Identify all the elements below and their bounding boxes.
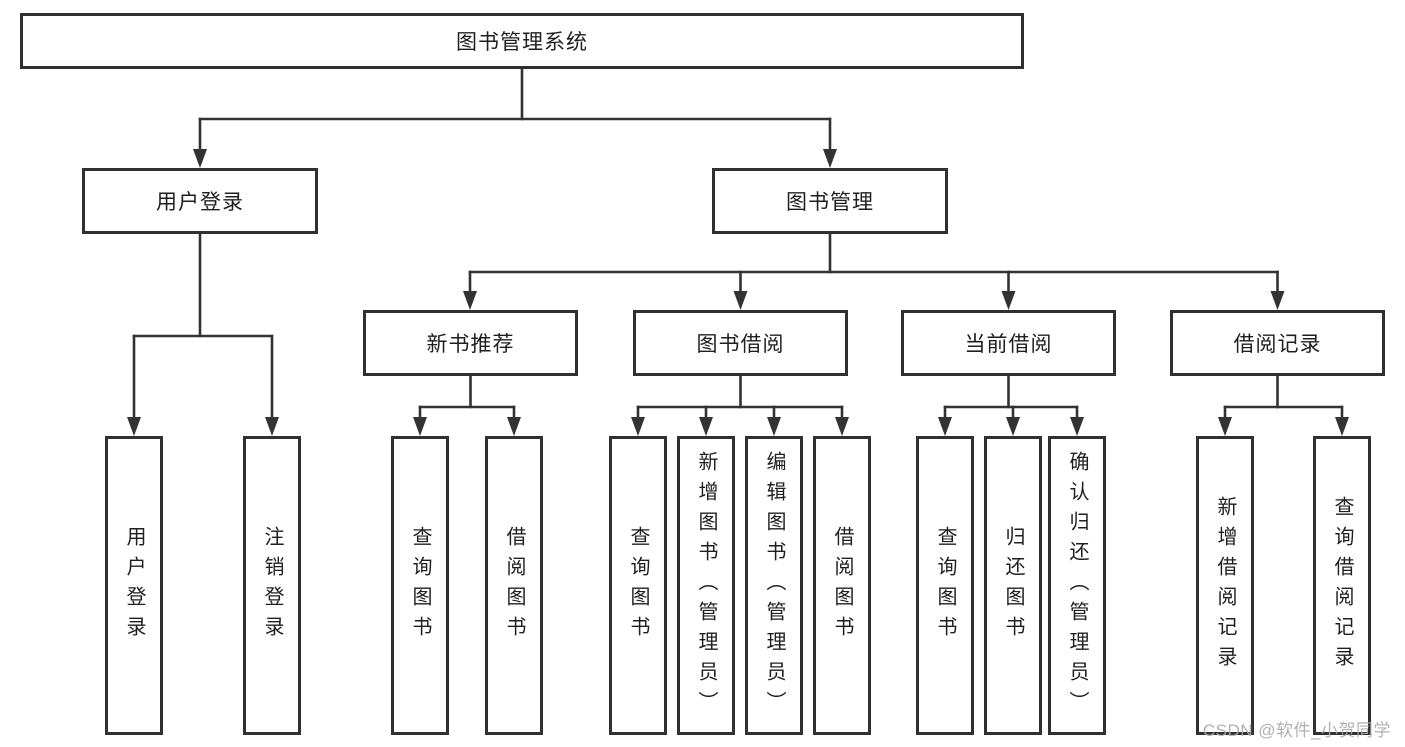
node-new-book-recommend: 新书推荐 (363, 310, 578, 376)
node-label: 图书管理系统 (456, 31, 588, 54)
node-label: 用户登录 (123, 525, 145, 646)
node-label: 借阅图书 (503, 525, 525, 646)
node-label: 编辑图书（管理员） (763, 450, 785, 721)
node-label: 查询图书 (627, 525, 649, 646)
node-leaf-borrow-books-recommend: 借阅图书 (485, 436, 543, 735)
node-label: 新增图书（管理员） (695, 450, 717, 721)
node-leaf-add-borrow-record: 新增借阅记录 (1196, 436, 1254, 735)
node-label: 用户登录 (156, 191, 244, 214)
node-leaf-borrow-books: 借阅图书 (813, 436, 871, 735)
node-library-system: 图书管理系统 (20, 13, 1024, 69)
node-label: 注销登录 (261, 525, 283, 646)
arrowhead-down-icon (823, 149, 837, 168)
node-label: 确认归还（管理员） (1066, 450, 1088, 721)
arrowhead-down-icon (835, 417, 849, 436)
arrowhead-down-icon (631, 417, 645, 436)
arrowhead-down-icon (1001, 291, 1016, 310)
arrowhead-down-icon (265, 417, 279, 436)
node-leaf-query-books-borrow: 查询图书 (609, 436, 667, 735)
arrowhead-down-icon (413, 417, 427, 436)
node-label: 图书借阅 (696, 333, 785, 356)
node-book-borrowing: 图书借阅 (633, 310, 848, 376)
node-label: 当前借阅 (964, 333, 1053, 356)
arrowhead-down-icon (1270, 291, 1285, 310)
node-leaf-edit-book-admin: 编辑图书（管理员） (745, 436, 803, 735)
arrowhead-down-icon (463, 291, 477, 310)
arrowhead-down-icon (193, 149, 207, 168)
node-leaf-return-book: 归还图书 (984, 436, 1042, 735)
node-current-borrowing: 当前借阅 (901, 310, 1116, 376)
node-label: 归还图书 (1002, 525, 1024, 646)
node-label: 借阅图书 (831, 525, 853, 646)
node-label: 图书管理 (786, 191, 874, 214)
arrowhead-down-icon (767, 417, 781, 436)
arrowhead-down-icon (733, 291, 748, 310)
node-label: 借阅记录 (1233, 333, 1322, 356)
arrowhead-down-icon (938, 417, 952, 436)
arrowhead-down-icon (1218, 417, 1232, 436)
node-leaf-query-books-current: 查询图书 (916, 436, 974, 735)
arrowhead-down-icon (1335, 417, 1349, 436)
arrowhead-down-icon (1006, 417, 1020, 436)
node-label: 查询借阅记录 (1331, 495, 1353, 676)
node-user-login: 用户登录 (82, 168, 318, 234)
node-label: 查询图书 (934, 525, 956, 646)
node-leaf-confirm-return-admin: 确认归还（管理员） (1048, 436, 1106, 735)
node-label: 新书推荐 (426, 333, 515, 356)
node-leaf-user-login: 用户登录 (105, 436, 163, 735)
node-leaf-add-book-admin: 新增图书（管理员） (677, 436, 735, 735)
node-label: 查询图书 (409, 525, 431, 646)
arrowhead-down-icon (127, 417, 141, 436)
node-leaf-query-borrow-record: 查询借阅记录 (1313, 436, 1371, 735)
arrowhead-down-icon (507, 417, 521, 436)
node-label: 新增借阅记录 (1214, 495, 1236, 676)
arrowhead-down-icon (699, 417, 713, 436)
arrowhead-down-icon (1070, 417, 1084, 436)
node-leaf-logout: 注销登录 (243, 436, 301, 735)
csdn-watermark: CSDN @软件_小贺同学 (1202, 721, 1391, 740)
node-book-management: 图书管理 (712, 168, 948, 234)
node-leaf-query-books-recommend: 查询图书 (391, 436, 449, 735)
node-borrowing-records: 借阅记录 (1170, 310, 1385, 376)
